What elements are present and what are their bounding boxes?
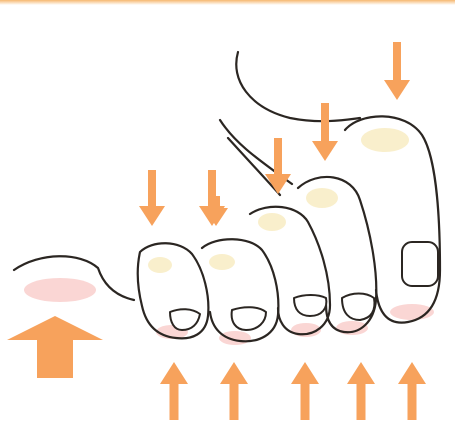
arrow-up-icon: [398, 362, 426, 420]
arrow-up-icon: [291, 362, 319, 420]
arrow-up-icon: [347, 362, 375, 420]
big-arrow-up-icon: [7, 316, 103, 378]
pressure-arrows: [7, 42, 426, 420]
highlight-fourth-toe-top: [209, 254, 235, 270]
arrow-down-icon: [139, 170, 165, 226]
foot-upper-line: [236, 52, 360, 121]
big-toe-nail: [402, 242, 438, 286]
fourth-toe-nail: [232, 307, 266, 330]
highlight-fourth-toe-tip: [219, 331, 251, 345]
fifth-toe-nail: [170, 309, 200, 330]
arrow-down-icon: [384, 42, 410, 100]
arrow-up-icon: [160, 362, 188, 420]
instep-line-2: [228, 138, 280, 195]
arrow-down-icon: [204, 196, 228, 226]
highlight-big-toe-top: [361, 128, 409, 152]
highlight-second-toe-top: [306, 188, 338, 208]
second-toe-nail: [342, 294, 374, 321]
third-toe-nail: [294, 295, 326, 316]
highlight-heel: [24, 278, 96, 302]
arrow-down-icon: [312, 103, 338, 161]
highlight-third-toe-top: [258, 213, 286, 231]
arrow-up-icon: [220, 362, 248, 420]
highlight-fifth-toe-top: [148, 257, 172, 273]
